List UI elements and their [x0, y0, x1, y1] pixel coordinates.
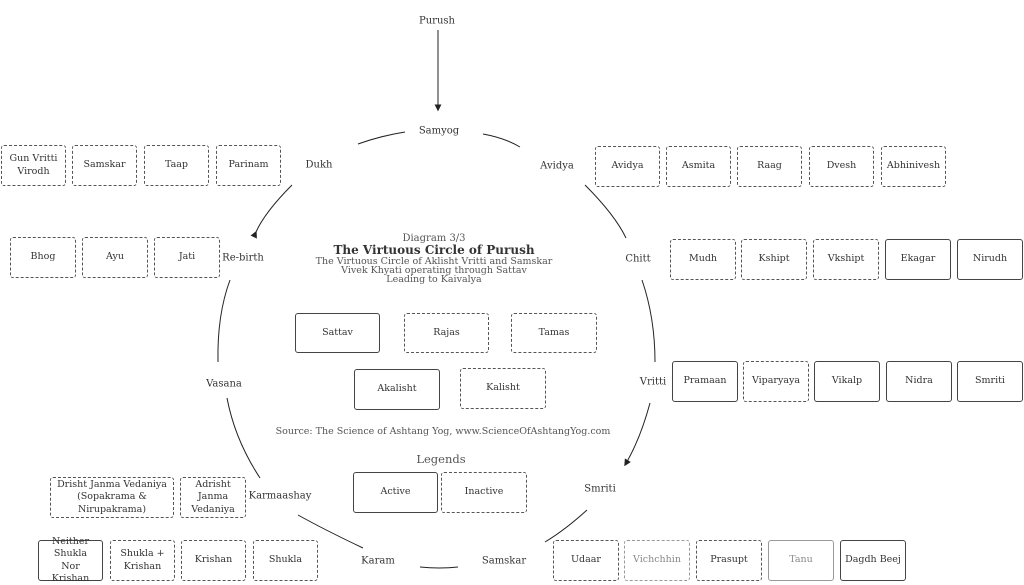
samskar-box-vichchhin: Vichchhin	[624, 540, 690, 581]
node-dukh: Dukh	[305, 159, 333, 171]
dukh-box-samskar: Samskar	[72, 145, 137, 186]
karam-box-krishan: Krishan	[181, 540, 246, 581]
vritti-box-nidra: Nidra	[886, 361, 952, 402]
arc-samskar-karam	[419, 566, 459, 569]
rebirth-box-bhog: Bhog	[10, 237, 76, 278]
guna-rajas: Rajas	[404, 313, 489, 353]
node-vritti: Vritti	[639, 376, 667, 388]
node-vasana: Vasana	[206, 378, 242, 390]
akalisht-box: Akalisht	[354, 369, 440, 410]
node-purush: Purush	[419, 15, 455, 27]
avidya-box-asmita: Asmita	[666, 146, 731, 187]
arc-chitt-vritti	[641, 279, 656, 363]
arc-karam-karmaashay	[297, 514, 364, 549]
diagram-subtitle-2: Vivek Khyati operating through Sattav	[341, 265, 527, 276]
legend-inactive: Inactive	[441, 472, 527, 513]
karam-box-shukla-krishan: Shukla + Krishan	[110, 540, 175, 581]
samskar-box-udaar: Udaar	[553, 540, 619, 581]
vritti-box-pramaan: Pramaan	[672, 361, 738, 402]
karam-box-neither: Neither Shukla Nor Krishan	[38, 536, 103, 584]
dukh-box-taap: Taap	[144, 145, 209, 186]
node-samskar: Samskar	[481, 555, 527, 567]
node-avidya: Avidya	[540, 160, 574, 172]
arc-dukh-samyog	[357, 131, 406, 145]
node-samyog: Samyog	[418, 125, 460, 137]
diagram-subtitle-3: Leading to Kaivalya	[386, 274, 482, 285]
vritti-box-vikalp: Vikalp	[814, 361, 880, 402]
diagram-number: Diagram 3/3	[402, 233, 466, 244]
avidya-box-raag: Raag	[737, 146, 802, 187]
vritti-box-smriti: Smriti	[957, 361, 1023, 402]
chitt-box-kshipt: Kshipt	[741, 239, 807, 280]
karam-box-shukla: Shukla	[253, 540, 318, 581]
node-chitt: Chitt	[625, 253, 651, 265]
node-karam: Karam	[361, 555, 395, 567]
chitt-box-ekagar: Ekagar	[885, 239, 951, 280]
chitt-box-vkshipt: Vkshipt	[813, 239, 879, 280]
avidya-box-dvesh: Dvesh	[809, 146, 874, 187]
source-line: Source: The Science of Ashtang Yog, www.…	[275, 426, 611, 437]
avidya-box-avidya: Avidya	[595, 146, 660, 187]
samskar-box-tanu: Tanu	[768, 540, 834, 581]
rebirth-box-jati: Jati	[154, 237, 220, 278]
legend-active: Active	[353, 472, 438, 513]
guna-sattav: Sattav	[295, 313, 380, 353]
arc-karmaashay-vasana	[226, 397, 261, 479]
guna-tamas: Tamas	[511, 313, 597, 353]
arc-avidya-chitt	[584, 184, 627, 239]
dukh-box-parinam: Parinam	[216, 145, 281, 186]
arc-smriti-samskar	[544, 509, 588, 543]
node-karmaashay: Karmaashay	[248, 490, 312, 502]
dukh-box-gun-vritti-virodh: Gun Vritti Virodh	[1, 145, 66, 186]
arc-vritti-smriti	[624, 402, 651, 467]
legend-title: Legends	[416, 452, 466, 466]
arc-rebirth-dukh	[250, 184, 293, 239]
samskar-box-prasupt: Prasupt	[696, 540, 762, 581]
rebirth-box-ayu: Ayu	[82, 237, 148, 278]
vritti-box-viparyaya: Viparyaya	[743, 361, 809, 402]
diagram-title: The Virtuous Circle of Purush	[333, 243, 535, 257]
karmaashay-box-adrisht: Adrisht Janma Vedaniya	[180, 477, 246, 518]
samskar-box-dagdh-beej: Dagdh Beej	[840, 540, 906, 581]
arc-samyog-avidya	[482, 133, 521, 148]
avidya-box-abhinivesh: Abhinivesh	[881, 146, 946, 187]
chitt-box-mudh: Mudh	[670, 239, 736, 280]
kalisht-box: Kalisht	[460, 368, 546, 409]
arc-vasana-rebirth	[217, 279, 231, 363]
diagram-subtitle-1: The Virtuous Circle of Aklisht Vritti an…	[315, 256, 553, 267]
karmaashay-box-drisht: Drisht Janma Vedaniya (Sopakrama & Nirup…	[50, 477, 174, 518]
node-rebirth: Re-birth	[222, 252, 264, 264]
chitt-box-nirudh: Nirudh	[957, 239, 1023, 280]
node-smriti: Smriti	[584, 483, 616, 495]
